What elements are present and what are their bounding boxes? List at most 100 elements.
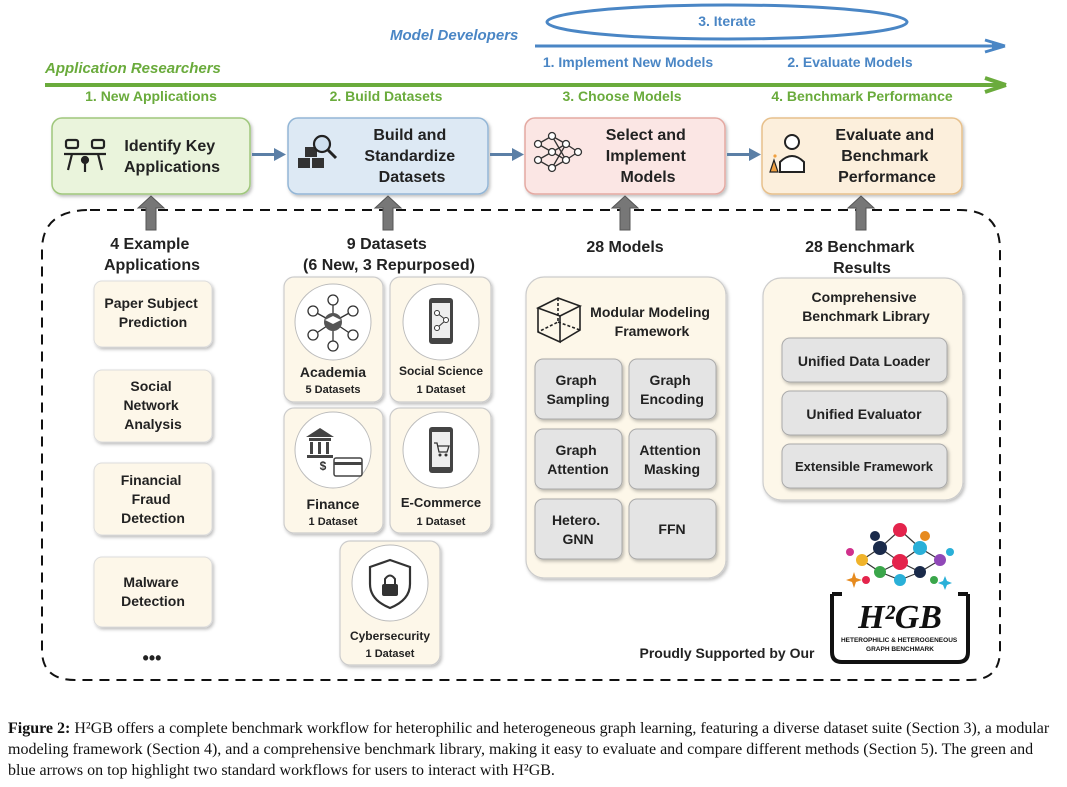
dataset-count: 5 Datasets — [305, 384, 360, 396]
application-line: Social — [130, 378, 171, 394]
module-line: Graph — [555, 442, 596, 458]
library-item-label: Unified Evaluator — [806, 406, 922, 422]
researchers-label: Application Researchers — [44, 60, 221, 77]
datasets-column: 9 Datasets (6 New, 3 Repurposed) Academi… — [283, 236, 492, 666]
library-item-label: Extensible Framework — [795, 459, 934, 474]
application-line: Fraud — [132, 491, 171, 507]
model-module: Graph Sampling — [534, 358, 623, 420]
applications-heading: Applications — [104, 257, 200, 274]
svg-text:Identify Key Application: Identify Key Applications — [124, 138, 220, 176]
svg-text:Modular Modeling Framewo: Modular Modeling Framework — [590, 304, 714, 339]
stage-1-title-line: Applications — [124, 159, 220, 176]
module-line: Encoding — [640, 391, 704, 407]
developers-label: Model Developers — [390, 27, 518, 44]
scientist-icon — [769, 134, 805, 173]
application-line: Detection — [121, 593, 185, 609]
application-line: Financial — [121, 472, 182, 488]
researcher-workflow: Application Researchers 1. New Applicati… — [44, 60, 1007, 104]
models-heading: 28 Models — [586, 239, 663, 256]
application-card: Malware Detection — [93, 556, 213, 628]
up-arrows — [136, 195, 876, 231]
stage-2-title-line: Build and — [373, 127, 446, 144]
models-column: 28 Models Modular Modeling Framework Gra… — [525, 239, 727, 579]
benchmark-column: 28 Benchmark Results Comprehensive Bench… — [762, 239, 964, 501]
applications-heading: 4 Example — [110, 236, 189, 253]
caption-label: Figure 2: — [8, 720, 71, 737]
library-item-label: Unified Data Loader — [798, 353, 931, 369]
module-line: Graph — [649, 372, 690, 388]
svg-text:Malware Detection: Malware Detection — [121, 574, 185, 609]
stage-4-title-line: Benchmark — [841, 148, 928, 165]
svg-text:Comprehensive Benchmark: Comprehensive Benchmark Library — [802, 289, 930, 324]
stage-3-title-line: Select and — [606, 127, 686, 144]
library-item: Unified Evaluator — [781, 390, 948, 436]
datasets-heading: (6 New, 3 Repurposed) — [303, 257, 475, 274]
library-title: Benchmark Library — [802, 308, 930, 324]
dataset-card: E-Commerce 1 Dataset — [389, 407, 492, 534]
dataset-count: 1 Dataset — [366, 648, 415, 660]
dataset-count: 1 Dataset — [417, 516, 466, 528]
iterate-loop — [545, 3, 909, 41]
application-line: Prediction — [119, 314, 187, 330]
datasets-heading: 9 Datasets — [347, 236, 427, 253]
module-line: GNN — [562, 531, 593, 547]
caption-text: H²GB offers a complete benchmark workflo… — [8, 720, 1050, 779]
application-line: Analysis — [124, 416, 182, 432]
stage-step-1: 1. New Applications — [85, 88, 217, 104]
stage-datasets: Build and Standardize Datasets — [287, 117, 489, 195]
svg-text:Social Network: Social Network Analysis — [123, 378, 182, 432]
applications-column: 4 Example Applications Paper Subject Pre… — [93, 236, 213, 668]
stage-3-title-line: Models — [620, 169, 675, 186]
svg-text:9 Datasets (6 New, 3 Rep: 9 Datasets (6 New, 3 Repurposed) — [303, 236, 475, 274]
module-line: FFN — [658, 521, 685, 537]
figure-caption: Figure 2: H²GB offers a complete benchma… — [8, 718, 1060, 781]
library-item: Unified Data Loader — [781, 337, 948, 383]
dataset-card: Social Science 1 Dataset — [389, 276, 492, 403]
framework-title: Modular Modeling — [590, 304, 710, 320]
stage-benchmark: Evaluate and Benchmark Performance — [761, 117, 963, 195]
social-phone-icon — [402, 283, 480, 361]
model-module: FFN — [628, 498, 717, 560]
shopping-phone-icon — [402, 411, 480, 489]
svg-text:28 Benchmark Results: 28 Benchmark Results — [805, 239, 919, 277]
benchmark-heading: Results — [833, 260, 891, 277]
academic-network-icon — [294, 283, 372, 361]
model-module: Attention Masking — [628, 428, 717, 490]
application-card: Financial Fraud Detection — [93, 462, 213, 536]
application-line: Paper Subject — [104, 295, 198, 311]
developer-workflow: 3. Iterate Model Developers 1. Implement… — [390, 3, 1006, 70]
stage-4-title-line: Performance — [838, 169, 936, 186]
library-item: Extensible Framework — [781, 443, 948, 489]
shield-lock-icon — [351, 544, 429, 622]
svg-text:Build and Standardize: Build and Standardize Datasets — [364, 127, 459, 186]
dataset-card: $ Finance 1 Dataset — [283, 407, 384, 534]
logo-subtitle: GRAPH BENCHMARK — [866, 646, 934, 653]
library-title: Comprehensive — [812, 289, 917, 305]
application-line: Malware — [123, 574, 178, 590]
dev-step-2: 2. Evaluate Models — [787, 54, 912, 70]
model-module: Graph Attention — [534, 428, 623, 490]
stage-models: Select and Implement Models — [524, 117, 726, 195]
module-line: Attention — [639, 442, 700, 458]
dashed-container — [41, 209, 1001, 681]
svg-text:Graph Attention: Graph Attention — [547, 442, 608, 477]
neural-network-icon — [533, 131, 583, 173]
stage-1-title-line: Identify Key — [124, 138, 215, 155]
module-line: Sampling — [546, 391, 609, 407]
stage-3-title-line: Implement — [606, 148, 687, 165]
h2gb-logo: H²GB HETEROPHILIC & HETEROGENEOUS GRAPH … — [830, 523, 970, 664]
svg-text:Financial Fraud: Financial Fraud Detection — [121, 472, 186, 526]
stage-step-3: 3. Choose Models — [562, 88, 681, 104]
stage-2-title-line: Standardize — [364, 148, 455, 165]
module-line: Masking — [644, 461, 700, 477]
dataset-card: Academia 5 Datasets — [283, 276, 384, 403]
model-module: Graph Encoding — [628, 358, 717, 420]
support-text: Proudly Supported by Our — [639, 645, 815, 661]
logo-subtitle: HETEROPHILIC & HETEROGENEOUS — [841, 637, 958, 644]
iterate-label: 3. Iterate — [698, 13, 756, 29]
bank-card-icon: $ — [294, 411, 372, 489]
svg-text:Graph Sampling: Graph Sampling — [546, 372, 609, 407]
cube-icon — [535, 297, 583, 344]
stage-applications: Identify Key Applications — [51, 117, 251, 195]
